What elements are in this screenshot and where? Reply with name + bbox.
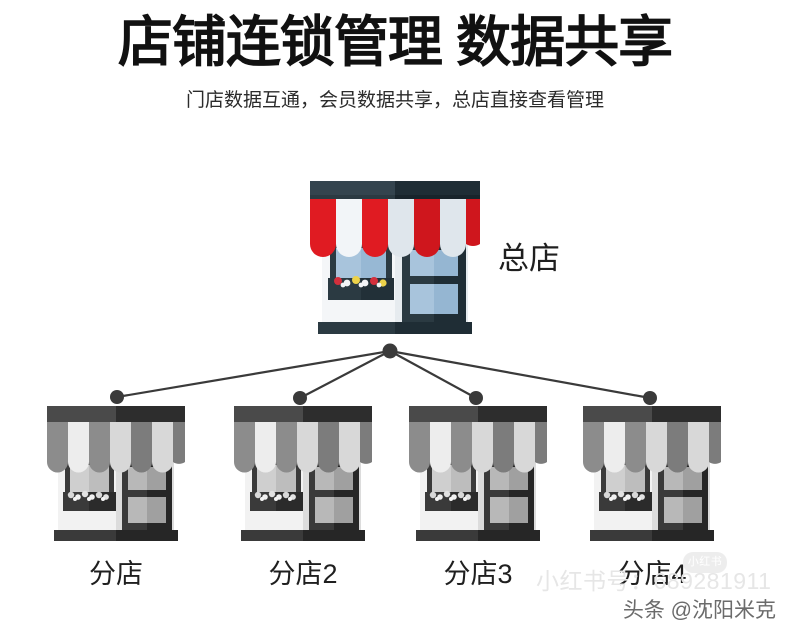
storefront-icon	[310, 181, 480, 334]
header: 店铺连锁管理 数据共享 门店数据互通，会员数据共享，总店直接查看管理	[0, 0, 790, 114]
flowers-icon	[603, 490, 645, 501]
page-title: 店铺连锁管理 数据共享	[117, 11, 673, 73]
attribution-text: 头条 @沈阳米克	[622, 599, 776, 622]
connector-line-4	[389, 349, 651, 400]
branch-node-dot-3	[469, 391, 483, 405]
connector-line-3	[389, 350, 477, 399]
branch-store-label-2: 分店2	[268, 559, 338, 589]
awning-icon	[409, 422, 547, 473]
xiaohongshu-watermark-text: 小红书号：689281911	[536, 568, 772, 594]
connector-line-2	[299, 350, 391, 399]
branch-node-dot-4	[643, 391, 657, 405]
awning-icon	[234, 422, 372, 473]
connector-line-1	[116, 349, 391, 399]
branch-node-dot-1	[110, 390, 124, 404]
awning-icon	[583, 422, 721, 473]
connector-nodes	[110, 343, 657, 405]
main-store-label: 总店	[498, 241, 560, 276]
branch-node-dot-2	[293, 391, 307, 405]
branch-store-node-2[interactable]	[228, 404, 378, 552]
flowers-icon	[67, 490, 109, 501]
awning-icon	[310, 198, 480, 257]
branch-store-label-1: 分店	[89, 559, 143, 589]
xiaohongshu-logo-badge: 小红书	[683, 552, 727, 573]
storefront-icon	[47, 406, 185, 541]
flowers-icon	[334, 276, 387, 288]
branch-store-node-1[interactable]	[41, 404, 191, 552]
connector-lines	[116, 349, 651, 400]
awning-icon	[47, 422, 185, 473]
branch-store-node-3[interactable]	[403, 404, 553, 552]
branch-store-label-4: 分店4	[617, 559, 687, 589]
storefront-icon	[583, 406, 721, 541]
flowers-icon	[254, 490, 296, 501]
storefront-icon	[409, 406, 547, 541]
flowers-icon	[429, 490, 471, 501]
branch-store-node-4[interactable]	[577, 404, 727, 552]
branch-store-label-3: 分店3	[443, 559, 513, 589]
storefront-icon	[234, 406, 372, 541]
main-store-node[interactable]	[300, 178, 490, 346]
page-subtitle: 门店数据互通，会员数据共享，总店直接查看管理	[185, 89, 604, 111]
